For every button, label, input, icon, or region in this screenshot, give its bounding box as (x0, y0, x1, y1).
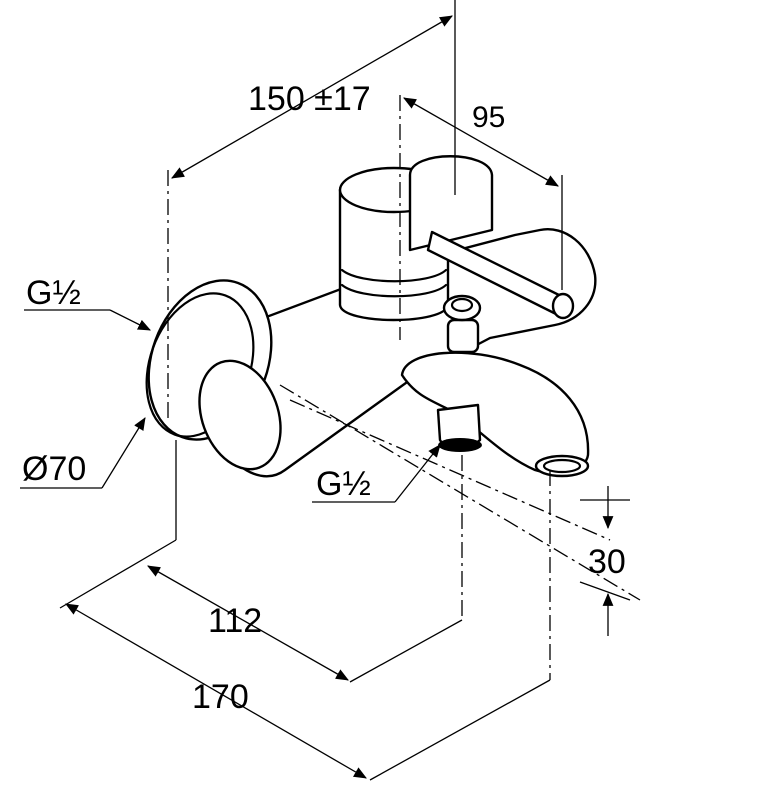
dim-label-30: 30 (588, 543, 626, 581)
body-end-cap (198, 359, 282, 471)
leader-lines (20, 309, 441, 503)
dim-label-95: 95 (472, 101, 505, 134)
dim-label-inlet-thread: G½ (26, 274, 81, 312)
dim-line-95 (403, 97, 559, 187)
diverter-knob (442, 294, 482, 354)
dim-label-150: 150 ±17 (248, 80, 371, 118)
dim-label-diameter: Ø70 (22, 450, 86, 488)
dim-line-170 (65, 603, 367, 779)
center-lines (59, 0, 641, 781)
dimension-lines (65, 15, 614, 779)
dim-label-112: 112 (208, 602, 262, 640)
dim-label-170: 170 (192, 678, 249, 716)
mixer-body (145, 155, 597, 478)
dim-line-150 (171, 15, 453, 179)
dim-label-outlet-thread: G½ (316, 465, 371, 503)
